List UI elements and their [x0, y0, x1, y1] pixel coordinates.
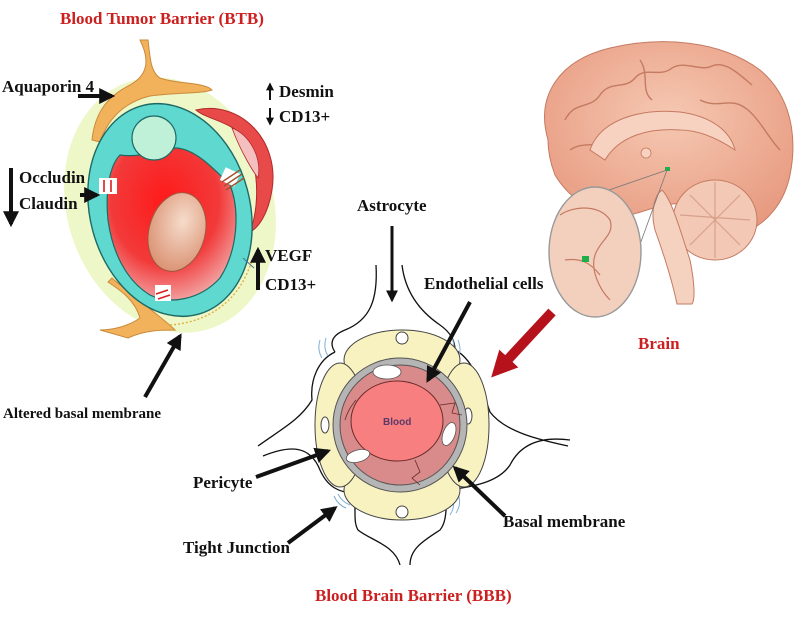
label-endothelial: Endothelial cells [424, 274, 544, 293]
altered-membrane-pointer-arrow [143, 333, 182, 398]
inset-highlight-spot [582, 256, 589, 262]
label-desmin: Desmin [279, 82, 334, 101]
btb-title: Blood Tumor Barrier (BTB) [60, 9, 264, 28]
btb-illustration [64, 39, 276, 339]
bbb-cell-border-2 [439, 402, 463, 416]
label-cd13-bottom: CD13+ [265, 275, 316, 294]
btb-junction-left [99, 178, 117, 194]
label-blood: Blood [383, 417, 411, 428]
btb-tumor-nucleus [147, 192, 207, 272]
bbb-pericyte-dot-left [320, 416, 330, 434]
btb-pericyte-nucleus [231, 127, 260, 179]
bbb-astrocyte-outline-left [257, 351, 336, 447]
btb-astrocyte-top [91, 39, 213, 143]
btb-junction-bottom-marks [155, 289, 171, 300]
brain-to-bbb-arrow [491, 308, 556, 378]
label-cd13-top: CD13+ [279, 107, 330, 126]
btb-junction-bottom [155, 285, 171, 301]
label-basal-membrane: Basal membrane [503, 512, 626, 531]
bbb-endo-nucleus-1 [372, 364, 402, 380]
brain-corpus-callosum [589, 110, 736, 161]
vegf-leader-line [242, 257, 255, 269]
label-altered-membrane: Altered basal membrane [3, 406, 161, 422]
bbb-cell-border-3 [411, 459, 421, 486]
btb-junction-left-marks [103, 180, 112, 192]
btb-altered-membrane-dots [169, 259, 253, 326]
tight-junction-pointer-arrow [286, 506, 338, 545]
bbb-blood-lumen [350, 380, 444, 462]
label-pericyte: Pericyte [193, 473, 253, 492]
endothelial-pointer-arrow [426, 301, 472, 383]
bbb-title: Blood Brain Barrier (BBB) [315, 586, 512, 605]
bbb-astrocyte-outline-left2 [262, 448, 353, 494]
bbb-endo-nucleus-2 [441, 422, 457, 446]
bbb-tj-arc-3 [333, 493, 351, 509]
bbb-astrocyte-outline-top [331, 264, 377, 353]
label-claudin: Claudin [19, 194, 78, 213]
brain-thalamus [640, 147, 652, 159]
pericyte-pointer-arrow [255, 447, 332, 479]
brain-illustration [544, 41, 794, 318]
bbb-tj-arc-1 [318, 337, 329, 359]
brain-highlight-spot [665, 167, 670, 171]
label-tight-junction: Tight Junction [183, 538, 290, 557]
label-aquaporin: Aquaporin 4 [2, 77, 95, 96]
brain-stem [652, 189, 695, 305]
label-astrocyte: Astrocyte [357, 196, 427, 215]
brain-label: Brain [638, 334, 680, 353]
bbb-endo-nucleus-3 [345, 449, 371, 463]
bbb-pericyte-dot-top [395, 331, 409, 345]
bbb-illustration [257, 264, 571, 566]
btb-junction-right-marks [221, 169, 245, 191]
bbb-pericyte-dot-bottom [395, 505, 409, 519]
btb-endothelial-nucleus [131, 115, 177, 161]
brain-cerebellum-folia [679, 182, 751, 258]
brain-inset-magnifier [548, 186, 642, 318]
label-vegf: VEGF [265, 246, 312, 265]
brain-gyri [564, 59, 781, 151]
bbb-cell-border-1 [344, 399, 357, 421]
label-occludin: Occludin [19, 168, 86, 187]
basal-membrane-pointer-arrow [452, 465, 507, 518]
